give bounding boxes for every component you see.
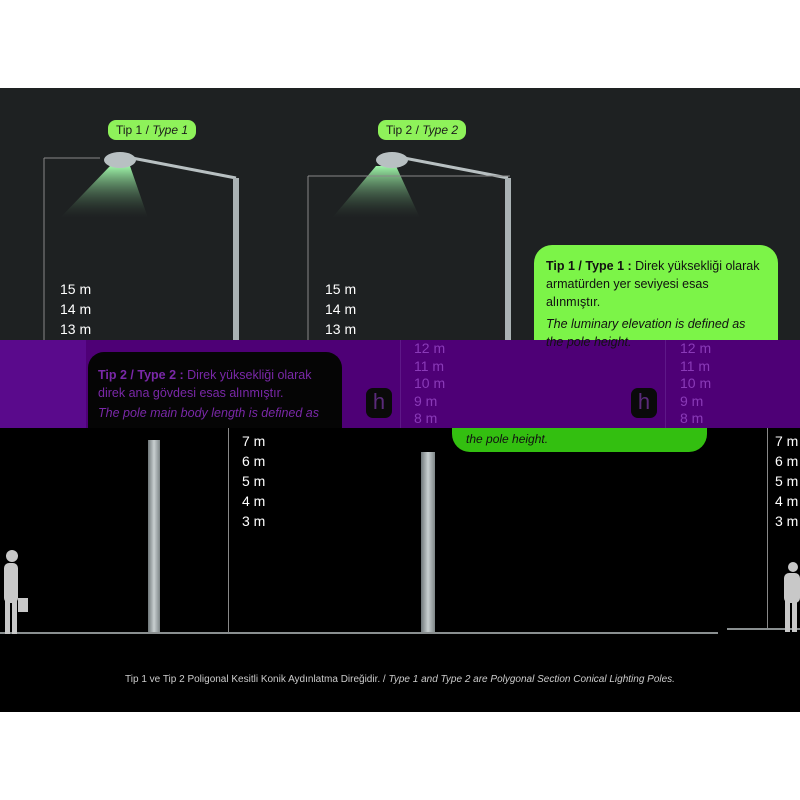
scale-mark: 14 m <box>60 301 92 317</box>
type1-type: Type 1 <box>152 123 189 137</box>
scale-lower-2: 7 m 6 m 5 m 4 m 3 m <box>775 431 798 531</box>
scale-mark: 10 m <box>680 375 712 392</box>
note-type1-tr: Direk yüksekliği olarak armatürden yer s… <box>546 259 760 309</box>
scale-type1-upper: 15 m 14 m 13 m <box>60 279 91 339</box>
lamp-type1 <box>43 152 239 340</box>
scale-mark: 5 m <box>242 473 266 489</box>
height-h-icon: h <box>366 388 392 418</box>
scale-mark: 8 m <box>414 410 438 427</box>
note-type2-tr: Direk yüksekliği olarak direk ana gövdes… <box>98 368 312 400</box>
scale-lower-1: 7 m 6 m 5 m 4 m 3 m <box>242 431 265 531</box>
lamp-type2 <box>307 152 511 340</box>
scale-mark: 13 m <box>325 321 357 337</box>
dimension-line <box>400 340 401 428</box>
scale-mark: 6 m <box>775 453 799 469</box>
scale-mark: 3 m <box>242 513 266 529</box>
person-silhouette-icon <box>4 550 28 634</box>
type2-label: Tip 2 / Type 2 <box>378 120 467 140</box>
scale-mark: 4 m <box>242 493 266 509</box>
dimension-line <box>767 428 768 628</box>
scale-mark: 15 m <box>325 281 357 297</box>
scale-mark: 12 m <box>414 340 446 356</box>
purple-band-left <box>0 340 86 428</box>
caption-en: Type 1 and Type 2 are Polygonal Section … <box>388 674 675 685</box>
scale-mark: 11 m <box>680 357 711 374</box>
scale-mark: 5 m <box>775 473 799 489</box>
height-h-icon: h <box>631 388 657 418</box>
scale-mark: 7 m <box>775 433 799 449</box>
pole-type1 <box>148 440 160 634</box>
lower-background <box>0 428 800 712</box>
type1-tip: Tip 1 / <box>116 123 153 137</box>
scale-mark: 10 m <box>414 375 446 392</box>
scale-mark: 6 m <box>242 453 266 469</box>
scale-mark: 4 m <box>775 493 799 509</box>
note-type1-en: The luminary elevation is defined as the… <box>546 317 746 349</box>
scale-mark: 12 m <box>680 340 712 356</box>
type2-type: Type 2 <box>422 123 459 137</box>
caption: Tip 1 ve Tip 2 Poligonal Kesitli Konik A… <box>0 674 800 685</box>
note-type2: Tip 2 / Type 2 : Direk yüksekliği olarak… <box>88 352 342 428</box>
scale-mark: 14 m <box>325 301 357 317</box>
scale-purple-2: 12 m 11 m 10 m 9 m 8 m <box>680 340 711 428</box>
note-type2-tail: the pole height. <box>452 428 707 452</box>
note-type2-en: The pole main body length is defined as <box>98 406 319 420</box>
type2-tip: Tip 2 / <box>386 123 423 137</box>
caption-tr: Tip 1 ve Tip 2 Poligonal Kesitli Konik A… <box>125 674 389 685</box>
scale-mark: 3 m <box>775 513 799 529</box>
scale-type2-upper: 15 m 14 m 13 m <box>325 279 356 339</box>
lamp-drawings-upper <box>43 152 511 340</box>
note-type2-en-tail: the pole height. <box>466 432 549 446</box>
scale-mark: 7 m <box>242 433 266 449</box>
scale-mark: 8 m <box>680 410 704 427</box>
pole-type2 <box>421 452 435 634</box>
ground-line <box>0 632 718 634</box>
scale-purple-1: 12 m 11 m 10 m 9 m 8 m <box>414 340 445 428</box>
person-silhouette-icon <box>784 562 800 632</box>
ground-line <box>727 628 800 630</box>
scale-mark: 9 m <box>680 392 704 409</box>
scale-mark: 15 m <box>60 281 92 297</box>
scale-mark: 13 m <box>60 321 92 337</box>
note-type2-title: Tip 2 / Type 2 : <box>98 368 184 382</box>
type1-label: Tip 1 / Type 1 <box>108 120 197 140</box>
scale-mark: 9 m <box>414 392 438 409</box>
dimension-line <box>228 428 229 634</box>
dimension-line <box>665 340 666 428</box>
scale-mark: 11 m <box>414 357 445 374</box>
note-type1-title: Tip 1 / Type 1 : <box>546 259 632 273</box>
note-type1: Tip 1 / Type 1 : Direk yüksekliği olarak… <box>534 245 778 349</box>
